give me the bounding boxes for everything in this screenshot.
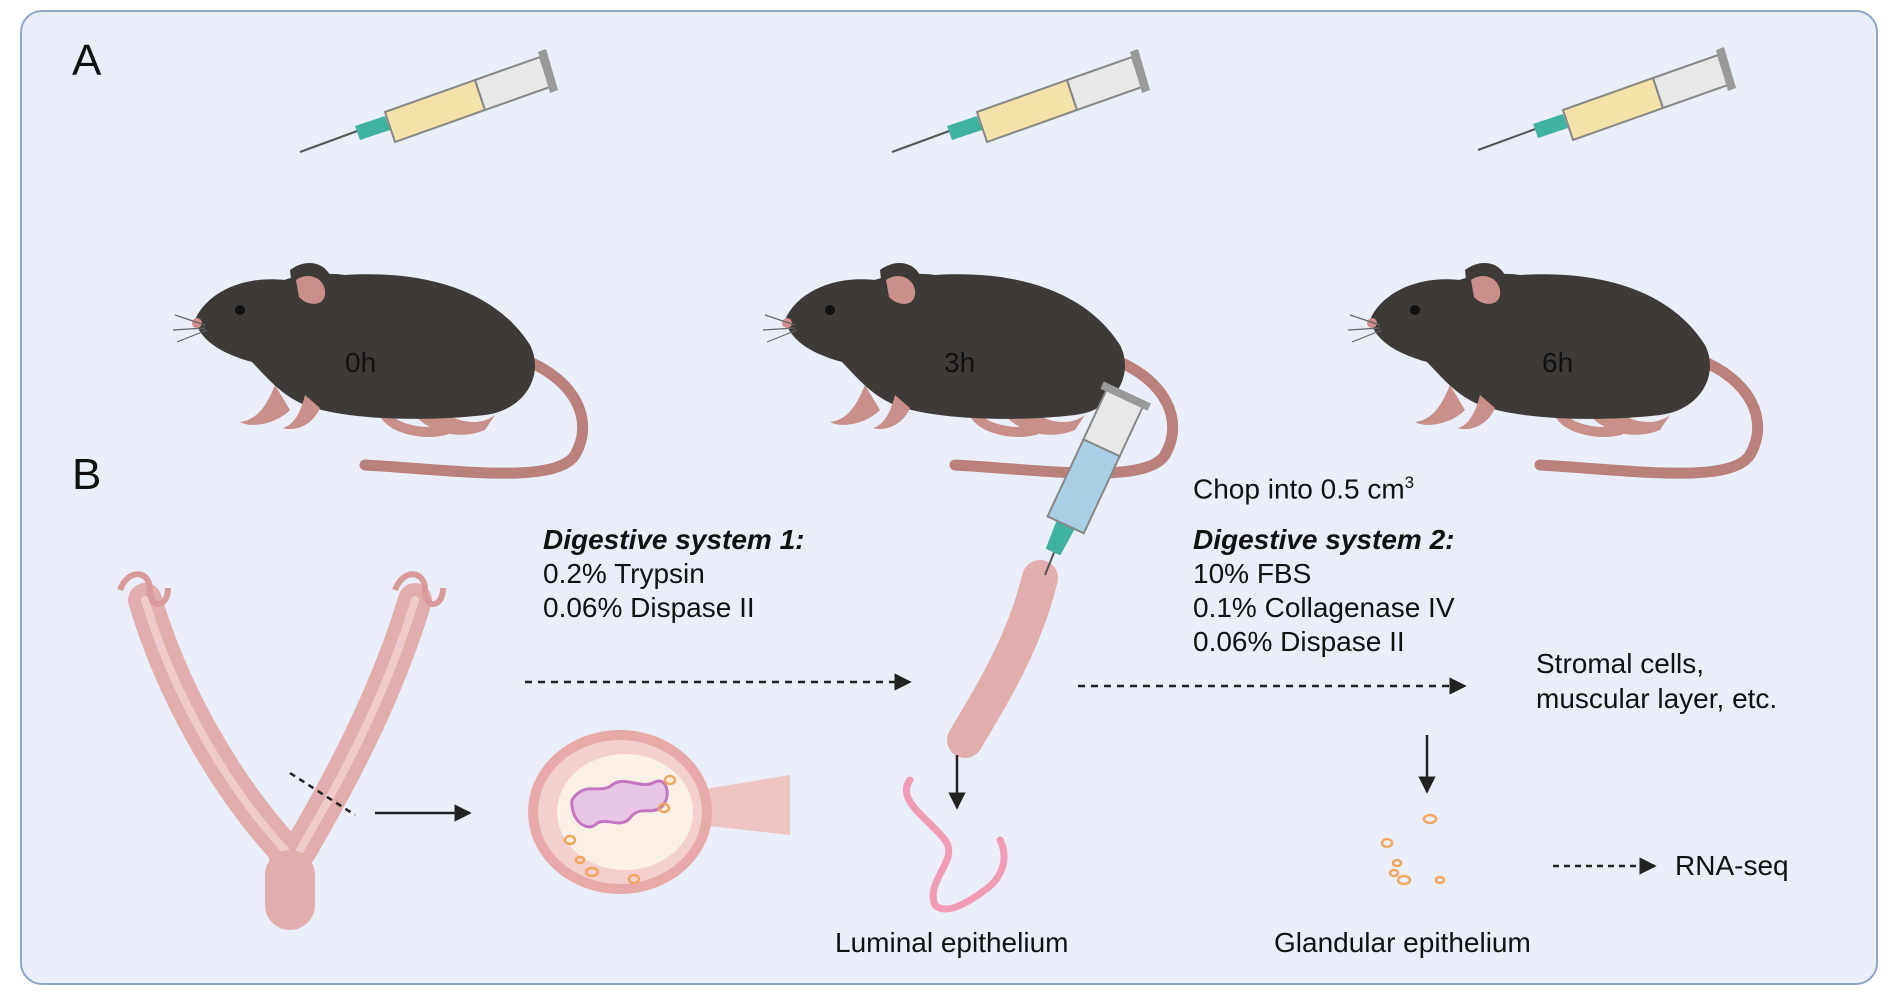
rnaseq-label: RNA-seq bbox=[1675, 850, 1789, 881]
glandular-epithelium-label: Glandular epithelium bbox=[1274, 927, 1531, 958]
timepoint-3h: 3h bbox=[944, 347, 976, 378]
ds2-line-1: 10% FBS bbox=[1193, 558, 1312, 589]
stromal-line-2: muscular layer, etc. bbox=[1536, 683, 1778, 714]
digestive-system-1-title: Digestive system 1: bbox=[543, 524, 805, 555]
ds2-line-2: 0.1% Collagenase IV bbox=[1193, 592, 1455, 623]
chop-instruction: Chop into 0.5 cm3 bbox=[1193, 466, 1414, 506]
digestive-system-2-title: Digestive system 2: bbox=[1193, 524, 1455, 555]
uterine-horn-syringe bbox=[947, 381, 1151, 758]
chop-text: Chop into 0.5 cm bbox=[1193, 473, 1405, 505]
mouse-0h bbox=[173, 48, 583, 473]
chop-superscript: 3 bbox=[1404, 473, 1415, 492]
timepoint-6h: 6h bbox=[1542, 347, 1574, 378]
mouse-6h bbox=[1348, 46, 1758, 473]
uterus-diagram bbox=[117, 571, 446, 930]
ds2-line-3: 0.06% Dispase II bbox=[1193, 626, 1405, 657]
ds1-line-2: 0.06% Dispase II bbox=[543, 592, 755, 623]
ds1-line-1: 0.2% Trypsin bbox=[543, 558, 705, 589]
panel-a-label: A bbox=[72, 36, 102, 85]
glandular-cells bbox=[1380, 813, 1446, 886]
timepoint-0h: 0h bbox=[345, 347, 377, 378]
luminal-epithelium-label: Luminal epithelium bbox=[835, 927, 1069, 958]
luminal-epithelium-shape bbox=[902, 776, 1008, 913]
stromal-line-1: Stromal cells, bbox=[1536, 648, 1705, 679]
uterus-cross-section bbox=[528, 730, 790, 894]
panel-b-label: B bbox=[72, 450, 102, 499]
